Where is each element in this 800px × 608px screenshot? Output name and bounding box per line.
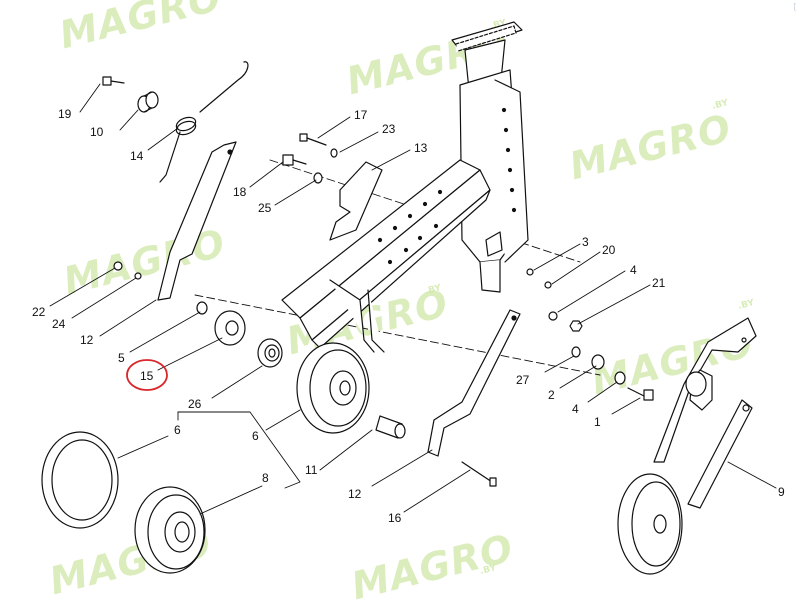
part-bushing-10 <box>137 91 159 113</box>
part-washer-15 <box>214 310 246 346</box>
part-label-19: 19 <box>58 107 72 121</box>
part-bearing-26 <box>257 338 283 368</box>
part-bolt-18 <box>282 154 307 166</box>
part-washer-20 <box>544 281 552 289</box>
part-arm-12-right <box>427 309 521 457</box>
part-label-26: 26 <box>188 397 202 411</box>
part-label-27: 27 <box>516 373 530 387</box>
part-label-18: 18 <box>233 185 247 199</box>
part-washer-2 <box>591 354 605 370</box>
part-bolt-1 <box>627 387 654 401</box>
part-bolt-17 <box>299 133 327 146</box>
part-label-11: 11 <box>305 463 318 477</box>
part-wheel-6 <box>296 342 370 434</box>
part-label-4: 4 <box>630 263 637 277</box>
highlight-circle <box>126 359 168 391</box>
part-bracket-13 <box>329 161 383 241</box>
part-nut-22 <box>113 261 123 271</box>
part-label-4-lower: 4 <box>572 402 579 416</box>
part-bolt-16 <box>461 461 497 487</box>
part-label-1: 1 <box>594 415 601 429</box>
part-label-5: 5 <box>118 351 125 365</box>
main-beam <box>281 107 517 353</box>
part-label-20: 20 <box>602 243 616 257</box>
main-frame <box>451 21 529 293</box>
part-label-2: 2 <box>548 388 555 402</box>
part-washer-23 <box>330 148 338 158</box>
part-label-17: 17 <box>354 108 368 122</box>
part-ring-5 <box>196 301 208 315</box>
part-label-15: 15 <box>140 369 154 383</box>
group-bracket-lines <box>177 411 301 489</box>
part-label-10: 10 <box>90 125 104 139</box>
part-label-12: 12 <box>80 333 94 347</box>
leader-lines <box>49 83 777 515</box>
part-label-13: 13 <box>414 141 428 155</box>
part-label-23: 23 <box>382 122 396 136</box>
part-nut-4 <box>614 371 626 385</box>
part-nut-3 <box>526 268 534 276</box>
part-label-8: 8 <box>262 471 269 485</box>
part-label-3: 3 <box>582 235 589 249</box>
part-axle-11 <box>375 415 406 439</box>
part-label-9: 9 <box>778 485 785 499</box>
part-assembly-9 <box>617 317 757 575</box>
part-label-24: 24 <box>52 317 66 331</box>
part-label-16: 16 <box>388 511 402 525</box>
part-bolt-19 <box>102 76 125 86</box>
corner-mark: [ <box>793 2 796 11</box>
part-wheel-8 <box>134 486 206 574</box>
part-label-25: 25 <box>258 201 272 215</box>
part-label-22: 22 <box>32 305 46 319</box>
part-tire-6 <box>41 431 119 529</box>
part-label-14: 14 <box>130 149 144 163</box>
part-spring-14 <box>159 61 249 183</box>
part-arm-12-left <box>157 141 237 301</box>
part-ring-27 <box>571 346 581 358</box>
part-label-6-tire: 6 <box>174 423 181 437</box>
part-label-21: 21 <box>652 276 666 290</box>
part-washer-4 <box>548 311 558 321</box>
part-washer-25 <box>313 172 323 184</box>
part-label-12-right: 12 <box>348 487 362 501</box>
part-label-6: 6 <box>252 429 259 443</box>
part-washer-24 <box>134 272 142 280</box>
